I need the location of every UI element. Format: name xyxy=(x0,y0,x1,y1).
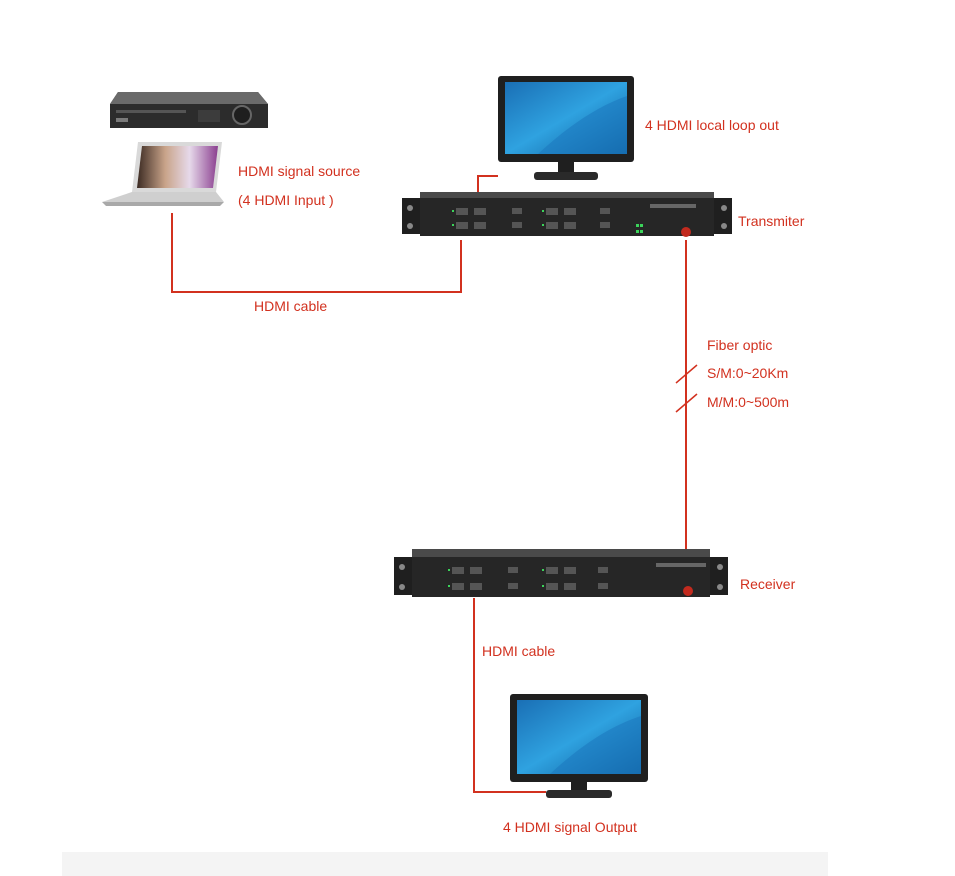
fiber-sm-label: S/M:0~20Km xyxy=(707,365,789,381)
fiber-break-mark xyxy=(675,364,698,384)
dvr-icon xyxy=(108,88,270,139)
fiber-break-mark xyxy=(675,393,698,413)
hdmi-cable-top xyxy=(171,213,462,293)
fiber-mm-label: M/M:0~500m xyxy=(707,394,790,410)
transmitter-label: Transmiter xyxy=(738,213,805,229)
receiver-label: Receiver xyxy=(740,576,796,592)
monitor-icon xyxy=(510,694,648,805)
laptop-icon xyxy=(102,140,224,217)
source-label-line1: HDMI signal source xyxy=(238,163,361,179)
loop-out-label: 4 HDMI local loop out xyxy=(645,117,779,133)
bottom-band xyxy=(62,852,828,876)
hdmi-cable-bottom xyxy=(473,598,546,793)
rack-unit-icon xyxy=(394,549,728,610)
output-label: 4 HDMI signal Output xyxy=(503,819,637,835)
rack-unit-icon xyxy=(402,192,732,249)
fiber-title-label: Fiber optic xyxy=(707,337,773,353)
monitor-icon xyxy=(498,76,634,187)
source-label-line2: (4 HDMI Input ) xyxy=(238,192,334,208)
hdmi-cable-top-label: HDMI cable xyxy=(254,298,328,314)
hdmi-cable-bottom-label: HDMI cable xyxy=(482,643,556,659)
